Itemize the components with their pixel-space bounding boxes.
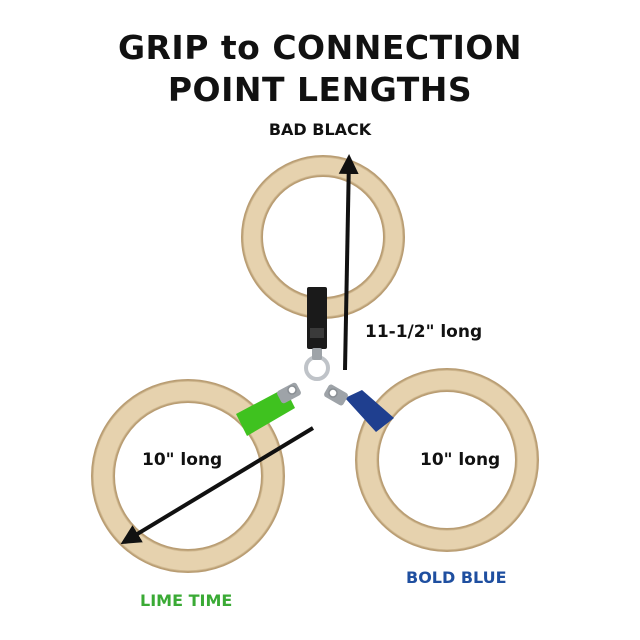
- lime-strap-length: 10" long: [142, 450, 223, 470]
- blue-strap-name: BOLD BLUE: [406, 568, 507, 587]
- blue-strap: [324, 384, 394, 432]
- blue-strap-length: 10" long: [420, 450, 501, 470]
- title-line-2: POINT LENGTHS: [167, 70, 473, 109]
- black-length-arrow: [338, 154, 359, 371]
- black-strap: [304, 287, 330, 381]
- title-line-1: GRIP to CONNECTION: [117, 28, 523, 67]
- black-strap-length: 11-1/2" long: [365, 322, 483, 342]
- lime-strap-name: LIME TIME: [140, 591, 233, 610]
- right-ring: [355, 368, 539, 552]
- lime-strap: [236, 382, 301, 436]
- black-strap-name: BAD BLACK: [268, 120, 372, 139]
- left-ring: [91, 379, 285, 573]
- lime-length-arrow: [120, 426, 315, 545]
